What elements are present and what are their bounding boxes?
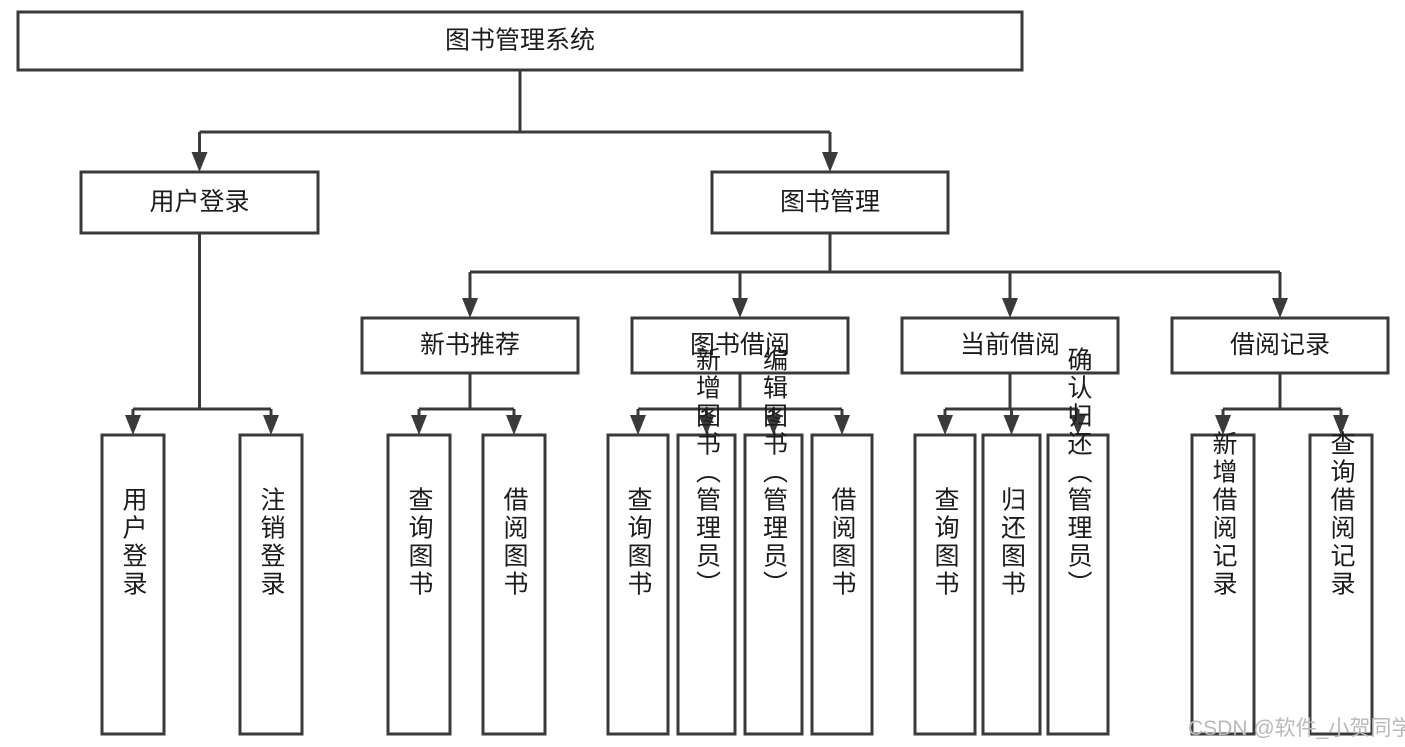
root-node-system[interactable]: 图书管理系统 xyxy=(16,10,1024,72)
leaf-node-8[interactable]: 查询图书 xyxy=(913,433,977,736)
connector-lines xyxy=(125,70,1349,435)
arrow-head-icon xyxy=(698,415,715,435)
arrow-head-icon xyxy=(937,415,953,435)
node-rect xyxy=(913,433,977,736)
node-label: 图书管理系统 xyxy=(445,27,595,55)
level3-node-3[interactable]: 借阅记录 xyxy=(1170,316,1390,375)
node-label: 用户登录 xyxy=(149,188,249,216)
leaf-node-0[interactable]: 用户登录 xyxy=(100,433,166,736)
leaf-node-5[interactable]: 新增图书（管理员） xyxy=(676,347,737,736)
node-rect xyxy=(710,170,950,235)
leaf-node-11[interactable]: 新增借阅记录 xyxy=(1190,431,1256,736)
leaf-node-4[interactable]: 查询图书 xyxy=(606,433,670,736)
node-label: 新增图书（管理员） xyxy=(693,347,722,599)
arrow-head-icon xyxy=(765,415,782,435)
leaf-node-3[interactable]: 借阅图书 xyxy=(481,433,547,736)
node-rect xyxy=(743,433,804,736)
node-boxes: 图书管理系统用户登录图书管理新书推荐图书借阅当前借阅借阅记录用户登录注销登录查询… xyxy=(16,10,1390,736)
node-rect xyxy=(630,316,850,375)
arrow-head-icon xyxy=(125,415,141,435)
node-label: 查询图书 xyxy=(931,487,960,599)
arrow-head-icon xyxy=(1333,415,1349,435)
arrow-head-icon xyxy=(1003,415,1020,435)
level2-node-1[interactable]: 图书管理 xyxy=(710,170,950,235)
node-rect xyxy=(386,433,452,736)
node-label: 查询图书 xyxy=(624,487,653,599)
node-label: 借阅图书 xyxy=(828,487,857,599)
node-rect xyxy=(79,170,320,235)
node-rect xyxy=(981,433,1042,736)
node-rect xyxy=(900,316,1120,375)
arrow-head-icon xyxy=(822,152,838,172)
arrow-head-icon xyxy=(630,415,646,435)
node-label: 新增借阅记录 xyxy=(1209,431,1238,599)
node-rect xyxy=(360,316,580,375)
arrow-head-icon xyxy=(191,152,208,172)
csdn-watermark: CSDN @软件_小贺同学 xyxy=(1188,717,1405,740)
node-rect xyxy=(676,433,737,736)
leaf-node-9[interactable]: 归还图书 xyxy=(981,433,1042,736)
node-rect xyxy=(1308,433,1374,736)
arrow-head-icon xyxy=(1272,298,1288,318)
arrow-head-icon xyxy=(732,298,748,318)
arrow-head-icon xyxy=(506,415,522,435)
node-rect xyxy=(1046,433,1110,736)
node-label: 注销登录 xyxy=(257,487,286,599)
node-label: 查询借阅记录 xyxy=(1327,431,1356,599)
level3-node-2[interactable]: 当前借阅 xyxy=(900,316,1120,375)
node-rect xyxy=(481,433,547,736)
node-label: 归还图书 xyxy=(998,487,1027,599)
leaf-node-12[interactable]: 查询借阅记录 xyxy=(1308,431,1374,736)
arrow-head-icon xyxy=(462,298,478,318)
node-rect xyxy=(16,10,1024,72)
leaf-node-6[interactable]: 编辑图书（管理员） xyxy=(743,347,804,736)
leaf-node-7[interactable]: 借阅图书 xyxy=(810,433,874,736)
node-label: 当前借阅 xyxy=(960,331,1060,359)
node-rect xyxy=(1170,316,1390,375)
leaf-node-1[interactable]: 注销登录 xyxy=(238,433,304,736)
level3-node-1[interactable]: 图书借阅 xyxy=(630,316,850,375)
leaf-node-2[interactable]: 查询图书 xyxy=(386,433,452,736)
node-label: 借阅记录 xyxy=(1230,331,1330,359)
node-rect xyxy=(100,433,166,736)
node-label: 借阅图书 xyxy=(500,487,529,599)
node-rect xyxy=(606,433,670,736)
arrow-head-icon xyxy=(834,415,850,435)
node-rect xyxy=(1190,433,1256,736)
node-rect xyxy=(238,433,304,736)
level3-node-0[interactable]: 新书推荐 xyxy=(360,316,580,375)
node-label: 用户登录 xyxy=(119,487,148,599)
node-label: 编辑图书（管理员） xyxy=(760,347,789,599)
node-label: 图书借阅 xyxy=(690,331,790,359)
arrow-head-icon xyxy=(1070,415,1086,435)
arrow-head-icon xyxy=(263,415,279,435)
arrow-head-icon xyxy=(411,415,427,435)
node-label: 确认归还（管理员） xyxy=(1064,347,1093,599)
node-label: 新书推荐 xyxy=(420,331,520,359)
node-label: 图书管理 xyxy=(780,188,880,216)
leaf-node-10[interactable]: 确认归还（管理员） xyxy=(1046,347,1110,736)
arrow-head-icon xyxy=(1215,415,1231,435)
arrow-head-icon xyxy=(1002,298,1018,318)
node-label: 查询图书 xyxy=(405,487,434,599)
node-rect xyxy=(810,433,874,736)
level2-node-0[interactable]: 用户登录 xyxy=(79,170,320,235)
